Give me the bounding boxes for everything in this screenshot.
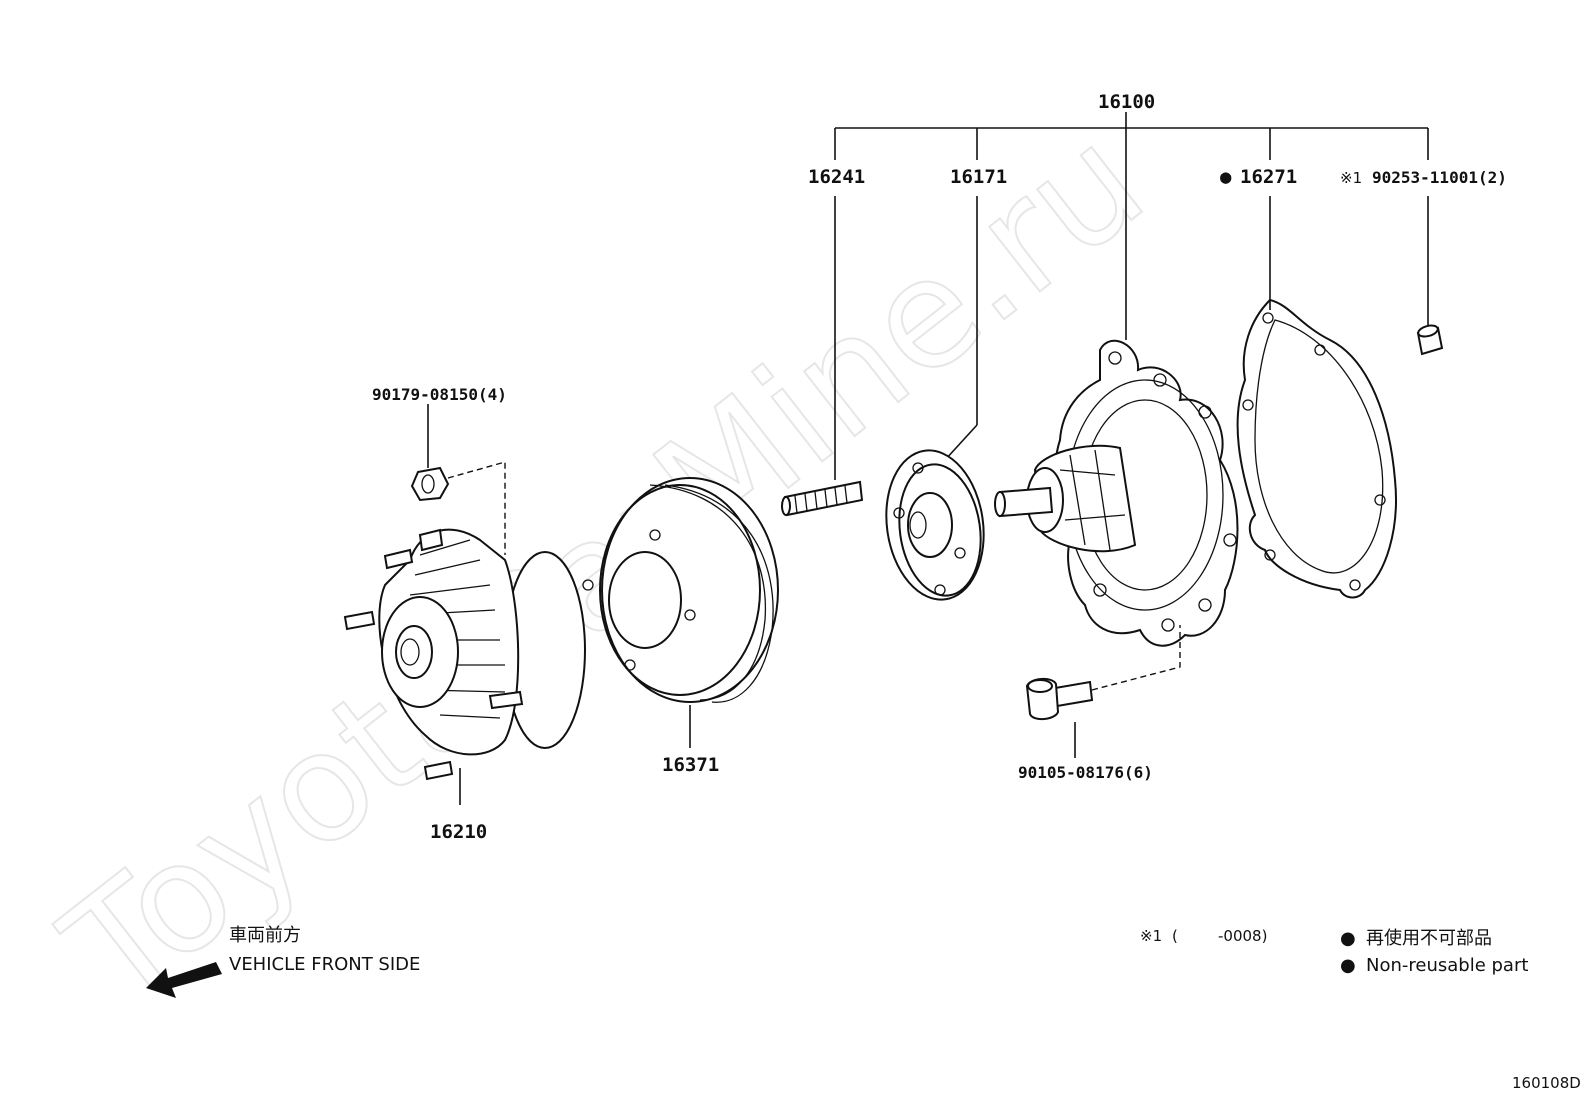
label-16210: 16210	[430, 821, 487, 843]
legend-dot-jp: ●	[1340, 928, 1356, 949]
pulley-16371	[582, 477, 779, 703]
vehicle-front-jp: 車両前方	[229, 925, 301, 946]
part-leader-lines	[427, 404, 1076, 805]
stud-16241	[781, 480, 864, 517]
label-16371: 16371	[662, 754, 719, 776]
footnote-symbol: ※1	[1140, 927, 1162, 945]
label-90179: 90179-08150(4)	[372, 385, 507, 404]
dowel-pin-90253	[1416, 324, 1444, 356]
label-16100: 16100	[1098, 91, 1155, 113]
label-16171: 16171	[950, 166, 1007, 188]
flange-16171	[885, 449, 985, 601]
label-16271: 16271	[1240, 166, 1297, 188]
note-mark-90253: ※1	[1340, 169, 1362, 187]
bolt-90105	[1025, 678, 1094, 720]
legend: ● 再使用不可部品 ● Non-reusable part	[1340, 928, 1528, 976]
legend-dot-en: ●	[1340, 955, 1356, 976]
fan-clutch-16210	[343, 528, 586, 781]
dashed-alignment-lines	[447, 461, 1181, 691]
non-reusable-mark: ●	[1220, 166, 1232, 188]
vehicle-front-en: VEHICLE FRONT SIDE	[229, 954, 420, 975]
diagram-code: 160108D	[1512, 1074, 1581, 1092]
footnote: ※1 ( -0008)	[1140, 927, 1267, 945]
footnote-open: (	[1172, 927, 1178, 945]
front-arrow-icon	[146, 962, 222, 998]
label-90105: 90105-08176(6)	[1018, 763, 1153, 782]
water-pump-body	[994, 339, 1239, 647]
legend-jp: 再使用不可部品	[1366, 928, 1492, 949]
gasket-16271	[1236, 298, 1397, 599]
footnote-range: -0008)	[1218, 927, 1267, 945]
label-16241: 16241	[808, 166, 865, 188]
nut-90179	[410, 466, 450, 502]
vehicle-front-indicator: 車両前方 VEHICLE FRONT SIDE	[146, 925, 420, 998]
label-90253: 90253-11001(2)	[1372, 168, 1507, 187]
legend-en: Non-reusable part	[1366, 955, 1528, 976]
assembly-leader-lines	[834, 112, 1429, 480]
